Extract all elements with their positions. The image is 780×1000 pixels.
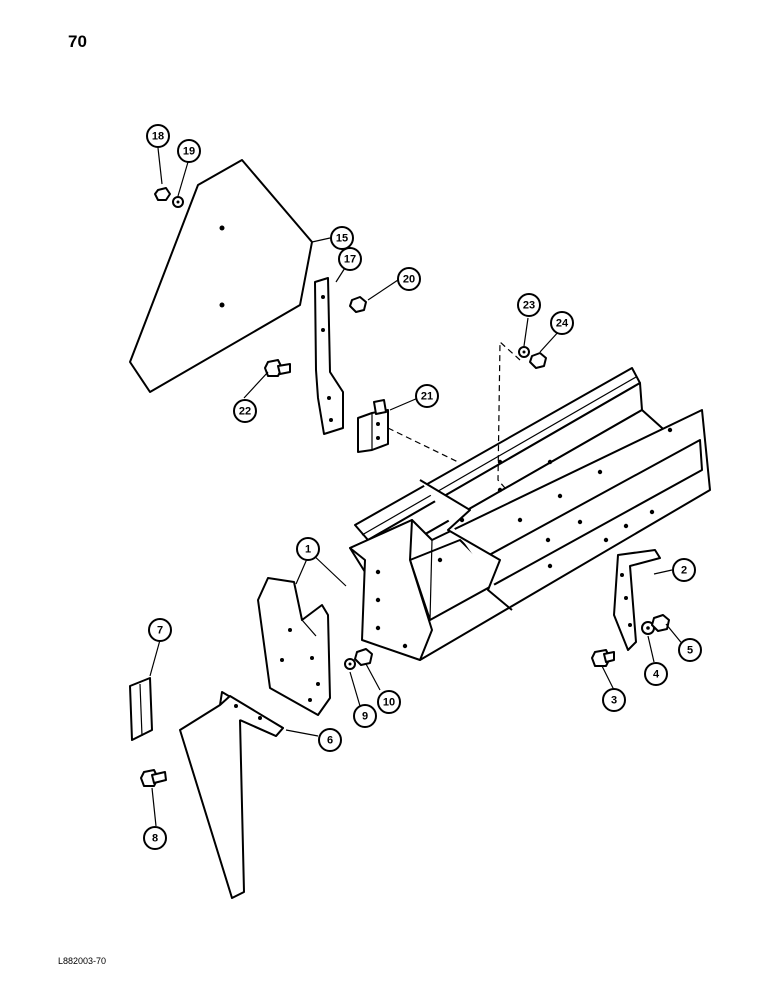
callout-20: 20	[397, 267, 421, 291]
callout-circle	[296, 537, 320, 561]
callout-label: 18	[152, 131, 164, 143]
callout-circle	[146, 124, 170, 148]
hardware-23-washer	[518, 346, 530, 358]
hardware-5-nut	[651, 614, 670, 632]
callout-circle	[233, 399, 257, 423]
callout-label: 6	[327, 735, 333, 747]
callout-circle	[143, 826, 167, 850]
callout-15: 15	[330, 226, 354, 250]
callout-label: 10	[383, 697, 395, 709]
callout-10: 10	[377, 690, 401, 714]
callout-label: 2	[681, 565, 687, 577]
hardware-24-nut	[529, 352, 547, 369]
callout-label: 19	[183, 146, 195, 158]
part-15-shield-plate	[129, 159, 313, 393]
callout-circle	[397, 267, 421, 291]
callout-circle	[377, 690, 401, 714]
callout-2: 2	[672, 558, 696, 582]
callout-circle	[330, 226, 354, 250]
callout-label: 15	[336, 233, 348, 245]
page-number: 70	[68, 32, 87, 51]
callout-18: 18	[146, 124, 170, 148]
part-6-angle-plate	[179, 691, 284, 899]
callout-circle	[602, 688, 626, 712]
assembly-guide-line-21	[387, 427, 459, 463]
callout-17: 17	[338, 247, 362, 271]
callout-8: 8	[143, 826, 167, 850]
callout-label: 8	[152, 833, 158, 845]
callout-label: 23	[523, 300, 535, 312]
callout-label: 5	[687, 645, 693, 657]
callout-circle	[517, 293, 541, 317]
callout-circle	[678, 638, 702, 662]
callout-label: 17	[344, 254, 356, 266]
hardware-18-bolt	[154, 187, 171, 201]
main-channel-assembly	[349, 367, 711, 661]
callout-label: 22	[239, 406, 251, 418]
callout-9: 9	[353, 704, 377, 728]
assembly-guide-line-23	[497, 340, 521, 489]
callout-circle	[353, 704, 377, 728]
hardware-22-bolt	[264, 359, 291, 377]
part-17-bracket	[314, 277, 344, 435]
hardware-8-bolt	[140, 769, 167, 787]
callout-23: 23	[517, 293, 541, 317]
callout-4: 4	[644, 662, 668, 686]
callout-circle	[672, 558, 696, 582]
callout-6: 6	[318, 728, 342, 752]
callout-label: 24	[556, 318, 569, 330]
callout-circle	[415, 384, 439, 408]
callout-3: 3	[602, 688, 626, 712]
callout-label: 9	[362, 711, 368, 723]
hardware-19-washer	[172, 196, 184, 208]
callout-7: 7	[148, 618, 172, 642]
callout-circle	[644, 662, 668, 686]
callout-19: 19	[177, 139, 201, 163]
hardware-9-washer	[344, 658, 356, 670]
callout-24: 24	[550, 311, 574, 335]
callout-circle	[338, 247, 362, 271]
callout-label: 4	[653, 669, 660, 681]
callout-label: 7	[157, 625, 163, 637]
figure-code: L882003-70	[58, 956, 107, 966]
callout-label: 1	[305, 544, 311, 556]
callout-circle	[177, 139, 201, 163]
callout-label: 20	[403, 274, 415, 286]
callout-5: 5	[678, 638, 702, 662]
callout-circle	[318, 728, 342, 752]
hardware-3-bolt	[591, 649, 615, 667]
part-1-end-cap	[257, 577, 331, 716]
callout-1: 1	[296, 537, 320, 561]
hardware-10-nut	[354, 648, 373, 666]
hardware-20-nut	[349, 296, 367, 313]
callout-circle	[148, 618, 172, 642]
callout-label: 21	[421, 391, 433, 403]
part-21-clip	[357, 399, 389, 453]
part-7-strip	[129, 677, 153, 741]
callout-22: 22	[233, 399, 257, 423]
callout-label: 3	[611, 695, 617, 707]
callout-circle	[550, 311, 574, 335]
callout-21: 21	[415, 384, 439, 408]
part-2-bracket	[613, 549, 661, 651]
